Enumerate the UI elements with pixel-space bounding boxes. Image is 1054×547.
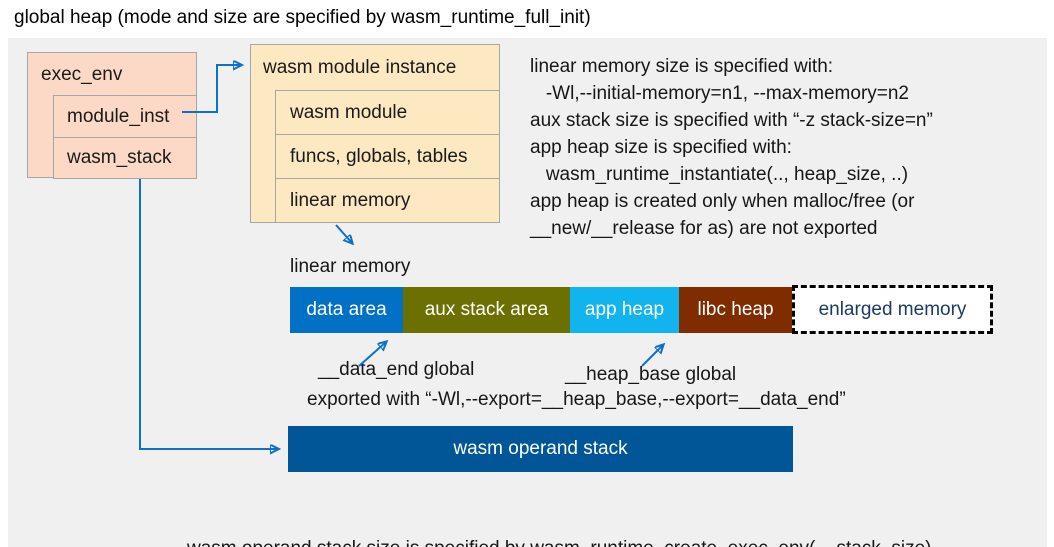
note-line: wasm_runtime_instantiate(.., heap_size, … [530,164,909,185]
module-inst-box: module_inst [53,95,197,138]
heap-base-global-label: __heap_base global [565,364,737,385]
linear-memory-label: linear memory [290,256,411,277]
segment-data-area: data area [290,287,403,333]
note-line: wasm operand stack size is specified by … [187,536,932,547]
module-instance-label: wasm module instance [263,57,457,78]
segment-app-heap: app heap [570,287,679,333]
segment-libc-heap: libc heap [679,287,792,333]
note-line: app heap size is specified with: [530,137,792,158]
memory-size-notes: linear memory size is specified with: -W… [530,53,933,242]
note-line: __new/__release for as) are not exported [530,218,878,239]
operand-stack-notes: wasm operand stack size is specified by … [187,484,932,547]
exec-env-label: exec_env [41,63,123,85]
data-end-global-label: __data_end global [318,359,475,380]
exported-with-label: exported with “-Wl,--export=__heap_base,… [307,389,846,410]
note-line: aux stack size is specified with “-z sta… [530,110,933,131]
note-line: linear memory size is specified with: [530,56,834,77]
note-line: app heap is created only when malloc/fre… [530,191,915,212]
segment-enlarged-memory: enlarged memory [792,285,993,334]
funcs-globals-tables-box: funcs, globals, tables [275,134,500,179]
wasm-stack-box: wasm_stack [53,137,197,179]
note-line: -Wl,--initial-memory=n1, --max-memory=n2 [530,83,909,104]
diagram-title: global heap (mode and size are specified… [14,7,591,28]
linear-memory-row-box: linear memory [275,178,500,223]
segment-aux-stack-area: aux stack area [403,287,570,333]
wasm-operand-stack-bar: wasm operand stack [288,426,793,472]
wasm-module-box: wasm module [275,90,500,135]
